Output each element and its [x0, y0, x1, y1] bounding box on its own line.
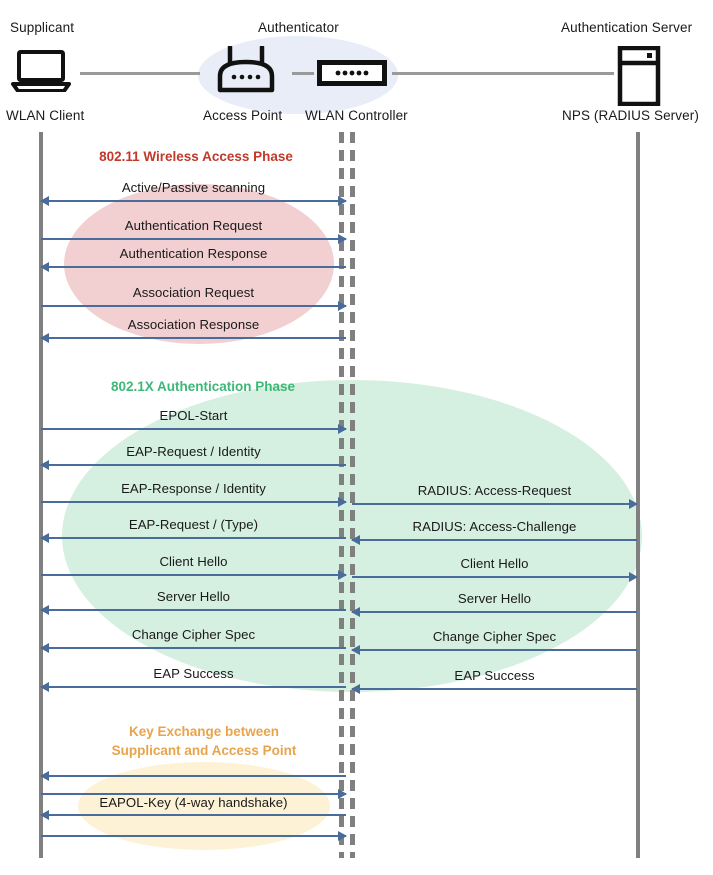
arrow-shaft: [41, 647, 346, 649]
arrow-head-left: [351, 606, 360, 617]
arrow-shaft: [41, 775, 346, 777]
arrow-shaft: [41, 501, 346, 503]
laptop-icon: [10, 50, 72, 97]
message-label: EAPOL-Key (4-way handshake): [99, 795, 288, 810]
wire-ap-to-controller: [292, 72, 314, 75]
arrow-shaft: [41, 574, 346, 576]
actor-device-wlan-client: WLAN Client: [6, 108, 85, 123]
arrow-head-right: [629, 571, 638, 582]
arrow-shaft: [41, 337, 346, 339]
message-label: RADIUS: Access-Request: [417, 483, 572, 498]
arrow-shaft: [41, 609, 346, 611]
lifeline-authenticator-a: [339, 132, 344, 858]
arrow-head-right: [338, 423, 347, 434]
arrow-head-left: [40, 332, 49, 343]
arrow-shaft: [41, 814, 346, 816]
message-label: Authentication Request: [124, 218, 263, 233]
arrow-shaft: [352, 649, 637, 651]
arrow-head-left: [40, 770, 49, 781]
phase-blob-80211: [64, 184, 334, 344]
message-label: EAP-Request / (Type): [128, 517, 259, 532]
message-label: EAP Success: [153, 666, 234, 681]
phase-label-keyexc-line1: Key Exchange between: [128, 724, 280, 739]
arrow-head-left: [40, 532, 49, 543]
access-point-icon: [215, 44, 277, 99]
message-label: Change Cipher Spec: [432, 629, 557, 644]
wire-controller-to-server: [392, 72, 614, 75]
arrow-shaft: [352, 576, 637, 578]
actor-device-nps-radius-server: NPS (RADIUS Server): [562, 108, 699, 123]
phase-label-keyexc: Key Exchange between Supplicant and Acce…: [84, 722, 324, 760]
arrow-shaft: [41, 305, 346, 307]
arrow-shaft: [41, 238, 346, 240]
arrow-shaft: [352, 611, 637, 613]
phase-label-keyexc-line2: Supplicant and Access Point: [111, 743, 297, 758]
arrow-head-left: [40, 459, 49, 470]
lifeline-supplicant: [39, 132, 43, 858]
arrow-shaft: [41, 835, 346, 837]
arrow-head-left: [40, 604, 49, 615]
actor-device-wlan-controller: WLAN Controller: [305, 108, 408, 123]
arrow-head-left: [351, 683, 360, 694]
phase-label-80211: 802.11 Wireless Access Phase: [99, 149, 293, 164]
arrow-head-left: [351, 644, 360, 655]
arrow-shaft: [41, 686, 346, 688]
message-label: Client Hello: [159, 554, 228, 569]
message-label: EAP-Response / Identity: [121, 481, 266, 496]
arrow-head-right: [338, 233, 347, 244]
arrow-shaft: [352, 503, 637, 505]
arrow-head-right: [338, 195, 347, 206]
arrow-head-right: [338, 569, 347, 580]
message-label: Active/Passive scanning: [121, 180, 266, 195]
arrow-head-right: [338, 496, 347, 507]
arrow-shaft: [41, 200, 346, 202]
arrow-shaft: [41, 428, 346, 430]
arrow-head-left: [40, 195, 49, 206]
phase-label-8021x: 802.1X Authentication Phase: [110, 379, 296, 394]
message-label: Server Hello: [156, 589, 231, 604]
arrow-head-left: [40, 642, 49, 653]
actor-role-supplicant: Supplicant: [10, 20, 75, 35]
message-label: Association Request: [132, 285, 255, 300]
arrow-shaft: [41, 793, 346, 795]
lifeline-authenticator-b: [350, 132, 355, 858]
arrow-shaft: [352, 539, 637, 541]
arrow-head-left: [351, 534, 360, 545]
arrow-head-right: [338, 300, 347, 311]
arrow-head-left: [40, 261, 49, 272]
wlan-controller-icon: [317, 60, 387, 91]
message-label: EAP-Request / Identity: [126, 444, 261, 459]
message-label: Server Hello: [457, 591, 532, 606]
arrow-head-right: [629, 498, 638, 509]
message-label: Change Cipher Spec: [131, 627, 256, 642]
message-label: EPOL-Start: [159, 408, 228, 423]
actor-role-authentication-server: Authentication Server: [561, 20, 693, 35]
arrow-head-left: [40, 681, 49, 692]
arrow-shaft: [41, 464, 346, 466]
message-label: RADIUS: Access-Challenge: [412, 519, 577, 534]
message-label: EAP Success: [454, 668, 535, 683]
arrow-shaft: [41, 266, 346, 268]
actor-device-access-point: Access Point: [203, 108, 283, 123]
arrow-shaft: [41, 537, 346, 539]
arrow-head-right: [338, 788, 347, 799]
arrow-head-left: [40, 809, 49, 820]
actor-role-authenticator: Authenticator: [258, 20, 339, 35]
message-label: Authentication Response: [119, 246, 268, 261]
wire-client-to-ap: [80, 72, 200, 75]
arrow-shaft: [352, 688, 637, 690]
message-label: Association Response: [127, 317, 260, 332]
server-icon: [617, 45, 661, 111]
arrow-head-right: [338, 830, 347, 841]
lifeline-auth-server: [636, 132, 640, 858]
message-label: Client Hello: [460, 556, 529, 571]
